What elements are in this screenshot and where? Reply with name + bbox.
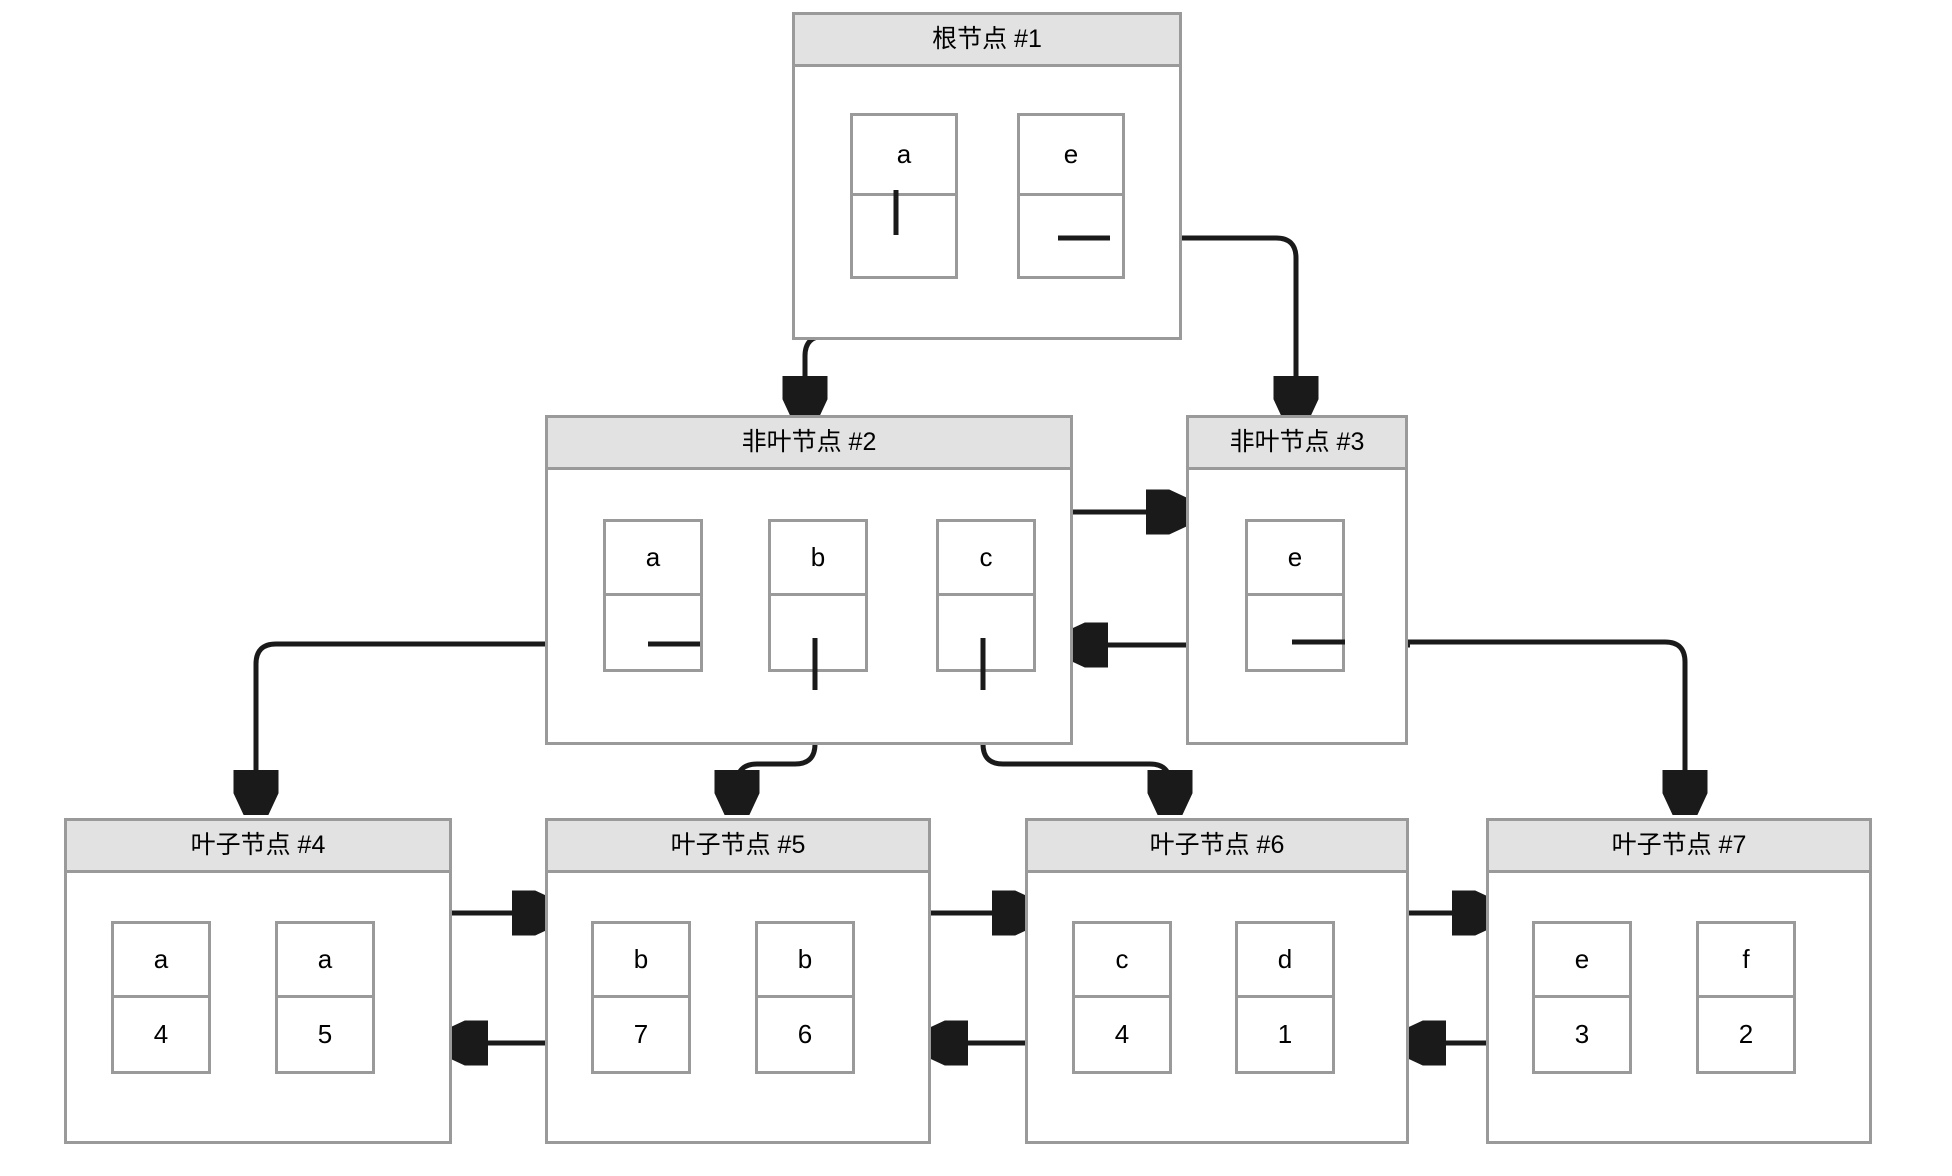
- node-body-internal-3: e: [1189, 470, 1405, 742]
- node-title-leaf-6: 叶子节点 #6: [1028, 821, 1406, 873]
- node-title-internal-2: 非叶节点 #2: [548, 418, 1070, 470]
- node-body-leaf-4: a 4 a 5: [67, 873, 449, 1141]
- node-root-1-cell-1-pointer: [1020, 196, 1122, 276]
- node-internal-2-cell-1-key: b: [771, 522, 865, 596]
- node-leaf-6-cell-1-key: d: [1238, 924, 1332, 998]
- node-leaf-5-cell-1[interactable]: b 6: [755, 921, 855, 1074]
- node-internal-2-cell-2-pointer: [939, 596, 1033, 670]
- node-leaf-6[interactable]: 叶子节点 #6 c 4 d 1: [1025, 818, 1409, 1144]
- node-leaf-7-cell-1-key: f: [1699, 924, 1793, 998]
- node-leaf-6-cell-0-key: c: [1075, 924, 1169, 998]
- node-leaf-5-cell-0[interactable]: b 7: [591, 921, 691, 1074]
- node-leaf-5-cell-1-key: b: [758, 924, 852, 998]
- node-leaf-5-cell-1-value: 6: [797, 1018, 813, 1049]
- node-leaf-7-cell-1[interactable]: f 2: [1696, 921, 1796, 1074]
- node-leaf-6-cell-1[interactable]: d 1: [1235, 921, 1335, 1074]
- node-leaf-4-cell-0-value: 4: [153, 1018, 169, 1049]
- node-internal-2-cell-0-key: a: [606, 522, 700, 596]
- node-internal-2-cell-0-pointer: [606, 596, 700, 670]
- node-leaf-5-cell-0-value: 7: [633, 1018, 649, 1049]
- node-leaf-4-cell-1[interactable]: a 5: [275, 921, 375, 1074]
- node-leaf-7-cell-1-value: 2: [1738, 1018, 1754, 1049]
- node-internal-2-cell-1[interactable]: b: [768, 519, 868, 672]
- node-internal-2[interactable]: 非叶节点 #2 a b c: [545, 415, 1073, 745]
- node-root-1[interactable]: 根节点 #1 a e: [792, 12, 1182, 340]
- node-body-internal-2: a b c: [548, 470, 1070, 742]
- node-title-root-1: 根节点 #1: [795, 15, 1179, 67]
- node-title-leaf-7: 叶子节点 #7: [1489, 821, 1869, 873]
- node-body-leaf-5: b 7 b 6: [548, 873, 928, 1141]
- node-root-1-cell-1-key: e: [1020, 116, 1122, 196]
- node-body-root-1: a e: [795, 67, 1179, 337]
- node-internal-3[interactable]: 非叶节点 #3 e: [1186, 415, 1408, 745]
- node-title-leaf-4: 叶子节点 #4: [67, 821, 449, 873]
- node-internal-3-cell-0[interactable]: e: [1245, 519, 1345, 672]
- node-leaf-6-cell-0[interactable]: c 4: [1072, 921, 1172, 1074]
- node-leaf-7[interactable]: 叶子节点 #7 e 3 f 2: [1486, 818, 1872, 1144]
- node-leaf-7-cell-0-key: e: [1535, 924, 1629, 998]
- node-root-1-cell-0[interactable]: a: [850, 113, 958, 279]
- node-body-leaf-7: e 3 f 2: [1489, 873, 1869, 1141]
- node-leaf-4[interactable]: 叶子节点 #4 a 4 a 5: [64, 818, 452, 1144]
- node-root-1-cell-0-pointer: [853, 196, 955, 276]
- node-title-leaf-5: 叶子节点 #5: [548, 821, 928, 873]
- node-root-1-cell-1[interactable]: e: [1017, 113, 1125, 279]
- node-leaf-6-cell-1-value: 1: [1277, 1018, 1293, 1049]
- node-leaf-5-cell-0-key: b: [594, 924, 688, 998]
- node-internal-2-cell-0[interactable]: a: [603, 519, 703, 672]
- node-leaf-7-cell-0-value: 3: [1574, 1018, 1590, 1049]
- node-internal-2-cell-1-pointer: [771, 596, 865, 670]
- node-leaf-5[interactable]: 叶子节点 #5 b 7 b 6: [545, 818, 931, 1144]
- node-internal-3-cell-0-pointer: [1248, 596, 1342, 670]
- node-body-leaf-6: c 4 d 1: [1028, 873, 1406, 1141]
- node-leaf-7-cell-0[interactable]: e 3: [1532, 921, 1632, 1074]
- node-leaf-4-cell-0[interactable]: a 4: [111, 921, 211, 1074]
- node-leaf-4-cell-1-value: 5: [317, 1018, 333, 1049]
- node-internal-3-cell-0-key: e: [1248, 522, 1342, 596]
- node-internal-2-cell-2[interactable]: c: [936, 519, 1036, 672]
- node-internal-2-cell-2-key: c: [939, 522, 1033, 596]
- node-leaf-4-cell-0-key: a: [114, 924, 208, 998]
- node-leaf-6-cell-0-value: 4: [1114, 1018, 1130, 1049]
- node-root-1-cell-0-key: a: [853, 116, 955, 196]
- node-leaf-4-cell-1-key: a: [278, 924, 372, 998]
- node-title-internal-3: 非叶节点 #3: [1189, 418, 1405, 470]
